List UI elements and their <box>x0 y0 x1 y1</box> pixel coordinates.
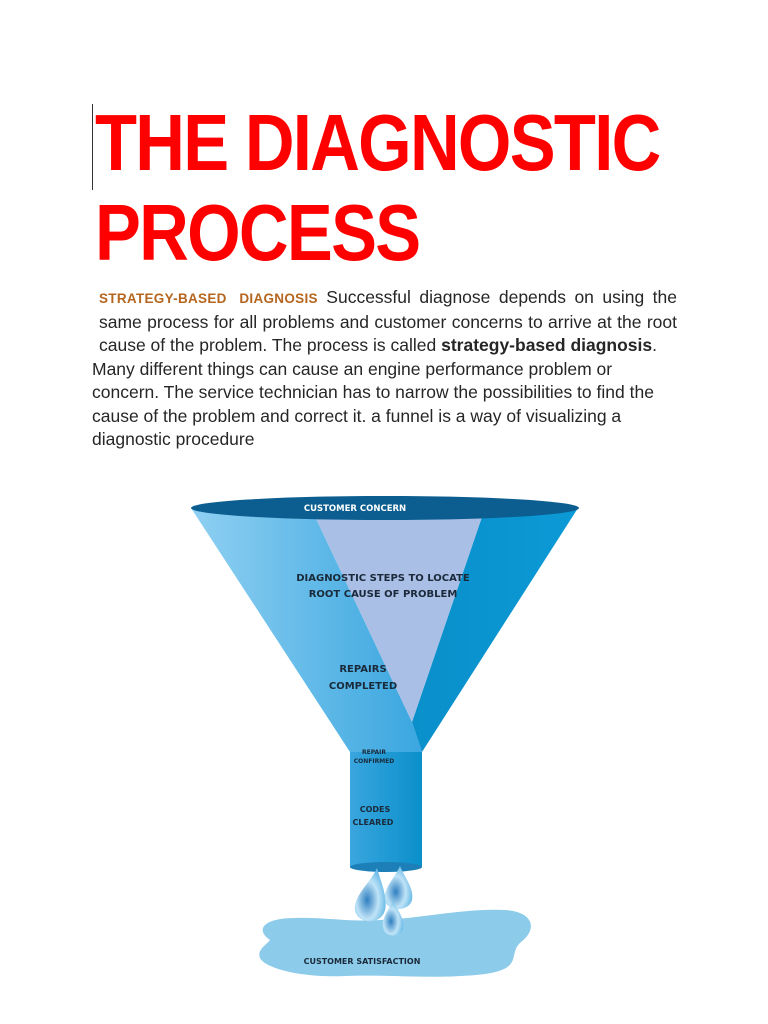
repairs-completed-label-line1: REPAIRS <box>339 664 386 675</box>
water-drop-icon <box>382 900 404 936</box>
funnel-spout-end <box>350 862 422 872</box>
codes-cleared-label-line2: CLEARED <box>353 818 394 827</box>
customer-satisfaction-puddle <box>259 909 531 977</box>
page-title: THE DIAGNOSTIC PROCESS <box>95 98 661 278</box>
title-line-2: PROCESS <box>95 188 421 277</box>
body-text: STRATEGY-BASED DIAGNOSIS Successful diag… <box>92 286 677 452</box>
funnel-body-right <box>412 508 578 752</box>
customer-satisfaction-label: CUSTOMER SATISFACTION <box>304 957 421 966</box>
paragraph-intro-strong: strategy-based diagnosis <box>441 335 653 355</box>
text-cursor <box>92 104 93 190</box>
paragraph-intro: STRATEGY-BASED DIAGNOSIS Successful diag… <box>92 286 677 358</box>
funnel-diagram: CUSTOMER CONCERN DIAGNOSTIC STEPS TO LOC… <box>191 496 579 977</box>
water-drop-icon <box>384 866 413 909</box>
codes-cleared-label-line1: CODES <box>360 805 391 814</box>
customer-concern-label: CUSTOMER CONCERN <box>304 504 406 514</box>
paragraph-funnel: Many different things can cause an engin… <box>92 358 654 450</box>
diagnostic-steps-label-line2: ROOT CAUSE OF PROBLEM <box>309 589 458 600</box>
funnel-body-left <box>191 508 422 752</box>
diagnostic-steps-label-line1: DIAGNOSTIC STEPS TO LOCATE <box>296 573 470 584</box>
repair-confirmed-label-line1: REPAIR <box>362 749 386 756</box>
repairs-completed-label-line2: COMPLETED <box>329 681 397 692</box>
funnel-rim <box>191 496 579 520</box>
section-lead: STRATEGY-BASED DIAGNOSIS <box>99 291 318 306</box>
paragraph-intro-text: Successful diagnose depends on using the… <box>99 287 677 355</box>
water-drop-icon <box>354 868 386 922</box>
paragraph-intro-end: . <box>652 335 658 355</box>
funnel-spout <box>350 752 422 867</box>
title-line-1: THE DIAGNOSTIC <box>95 98 661 187</box>
funnel-center-section <box>311 508 485 722</box>
repair-confirmed-label-line2: CONFIRMED <box>354 758 395 765</box>
